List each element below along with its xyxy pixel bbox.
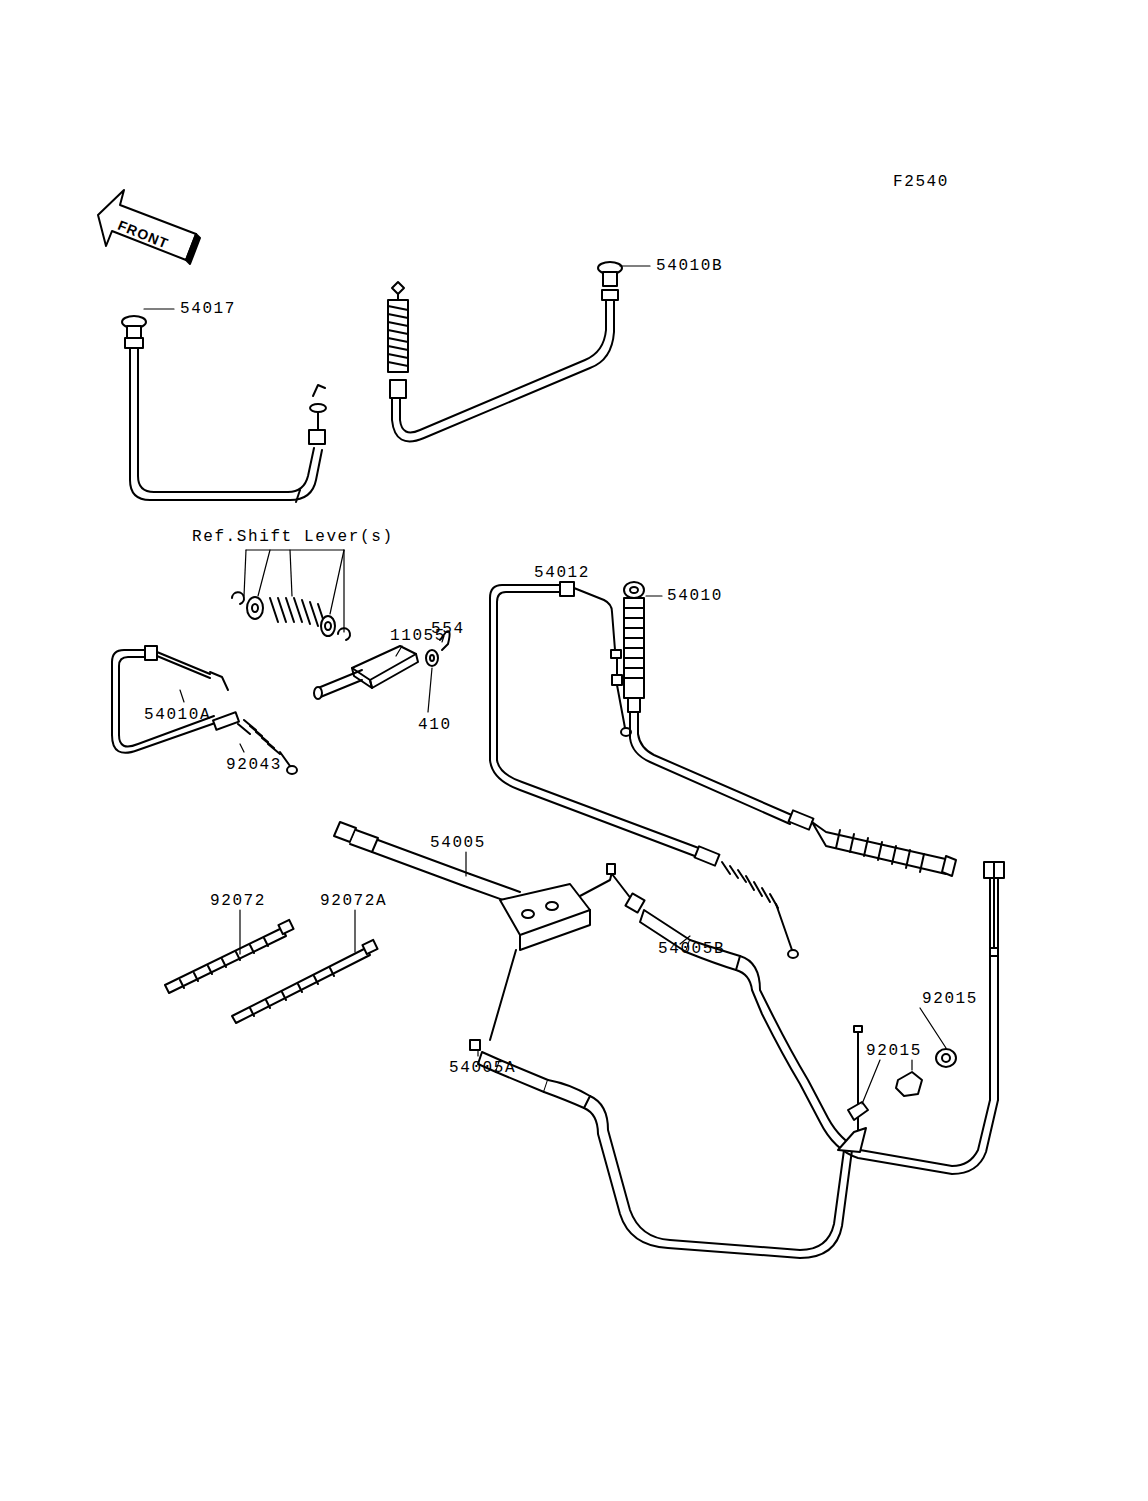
figure-code: F2540 <box>893 173 949 191</box>
cable-54010a <box>112 646 297 774</box>
callout-number: 54005 <box>430 834 486 852</box>
callout-number: 410 <box>418 716 452 734</box>
shift-lever-parts <box>232 592 450 699</box>
callout-number: 54010 <box>667 587 723 605</box>
reference-note: Ref.Shift Lever(s) <box>192 528 394 546</box>
callout-number: 54010B <box>656 257 723 275</box>
callout-number: 92015 <box>866 1042 922 1060</box>
cable-54010 <box>624 582 956 876</box>
callout-number: 92015 <box>922 990 978 1008</box>
callout-number: 11055 <box>390 627 446 645</box>
front-arrow <box>98 190 196 260</box>
front-arrow-shadow <box>186 234 200 264</box>
cable-54017 <box>122 316 326 502</box>
callout-number: 92043 <box>226 756 282 774</box>
cable-54005 <box>334 822 615 950</box>
callout-number: 54005B <box>658 940 725 958</box>
callout-number: 54012 <box>534 564 590 582</box>
callout-number: 92072A <box>320 892 387 910</box>
callout-number: 54010A <box>144 706 211 724</box>
zip-ties <box>165 920 378 1023</box>
cable-54005b <box>612 862 1004 1174</box>
callout-number: 92072 <box>210 892 266 910</box>
callout-number: 54017 <box>180 300 236 318</box>
cable-54005a <box>470 950 922 1258</box>
cable-54012 <box>490 582 798 958</box>
cable-54010b <box>388 262 622 441</box>
leader-lines <box>144 266 946 1104</box>
callout-number: 54005A <box>449 1059 516 1077</box>
